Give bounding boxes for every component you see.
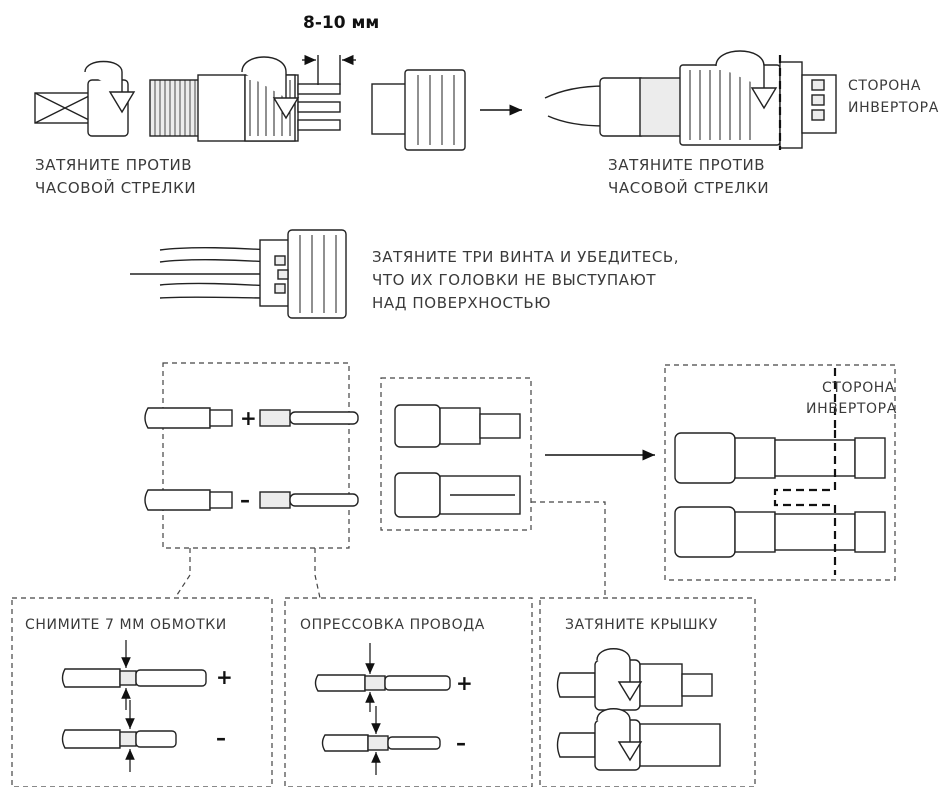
left-caption-2: ЧАСОВОЙ СТРЕЛКИ <box>35 178 196 197</box>
cap-box <box>539 597 756 787</box>
dc-pins <box>144 407 359 511</box>
cap-title: ЗАТЯНИТЕ КРЫШКУ <box>565 617 718 633</box>
right-caption-1: ЗАТЯНИТЕ ПРОТИВ <box>608 156 765 174</box>
inverter-side-label-dc-1: СТОРОНА <box>822 380 895 396</box>
ac-connector-assembled <box>544 50 837 150</box>
screws-instruction-1: ЗАТЯНИТЕ ТРИ ВИНТА И УБЕДИТЕСЬ, <box>372 248 679 266</box>
left-caption-1: ЗАТЯНИТЕ ПРОТИВ <box>35 156 192 174</box>
dc-connectors-assembled <box>674 368 886 575</box>
crimp-title: ОПРЕССОВКА ПРОВОДА <box>300 617 485 633</box>
strip-drawings <box>61 640 207 772</box>
connector-lines-2 <box>531 501 606 598</box>
strip-title: СНИМИТЕ 7 ММ ОБМОТКИ <box>25 617 227 633</box>
minus-sign-pins: – <box>240 488 250 512</box>
dc-pins-box <box>162 362 350 549</box>
strip-box <box>11 597 273 787</box>
ac-insert-with-screws <box>130 229 347 319</box>
plus-sign-crimp: + <box>456 671 473 695</box>
ac-connector-insert <box>371 69 466 151</box>
dc-connectors <box>394 404 521 518</box>
crimp-drawings <box>314 643 451 775</box>
inverter-side-label-top-2: ИНВЕРТОРА <box>848 100 939 116</box>
plus-sign-pins: + <box>240 406 257 430</box>
inverter-side-label-top-1: СТОРОНА <box>848 78 921 94</box>
dc-assembled-box <box>664 364 896 581</box>
plus-sign-strip: + <box>216 665 233 689</box>
cap-drawings <box>556 648 721 771</box>
right-caption-2: ЧАСОВОЙ СТРЕЛКИ <box>608 178 769 197</box>
connector-lines-1 <box>174 548 321 599</box>
dc-connectors-box <box>380 377 532 531</box>
ac-connector-disassembled <box>34 54 356 142</box>
screws-instruction-3: НАД ПОВЕРХНОСТЬЮ <box>372 294 551 312</box>
crimp-box <box>284 597 533 787</box>
dimension-label: 8-10 мм <box>303 13 379 33</box>
minus-sign-crimp: – <box>456 731 466 755</box>
minus-sign-strip: – <box>216 726 226 750</box>
screws-instruction-2: ЧТО ИХ ГОЛОВКИ НЕ ВЫСТУПАЮТ <box>372 271 656 289</box>
inverter-side-label-dc-2: ИНВЕРТОРА <box>806 401 897 417</box>
